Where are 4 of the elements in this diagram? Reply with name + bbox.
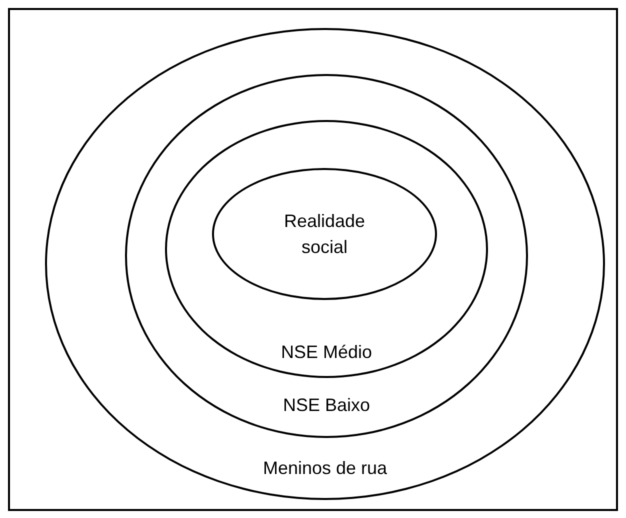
ellipse-label: Meninos de rua bbox=[262, 457, 388, 479]
ellipse-label: NSE Baixo bbox=[282, 394, 370, 416]
ellipse-label: NSE Médio bbox=[280, 341, 372, 363]
ellipse-label: Realidade social bbox=[282, 210, 366, 259]
